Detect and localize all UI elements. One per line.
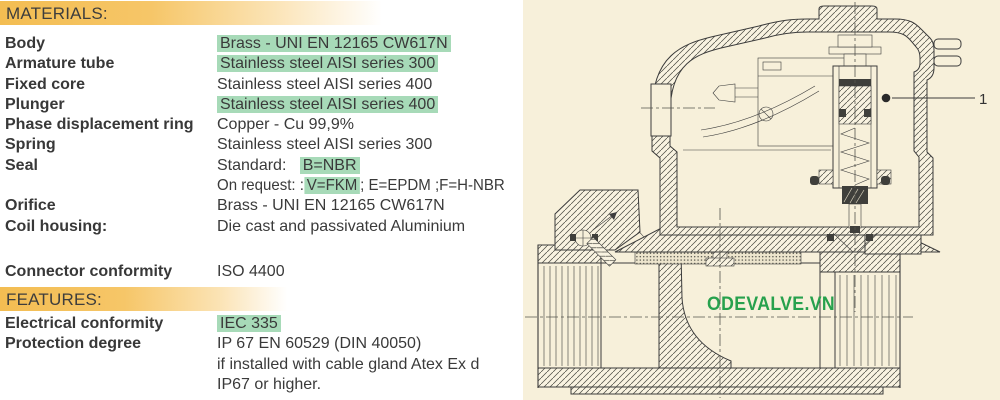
materials-table: Body Brass - UNI EN 12165 CW617N Armatur… [5, 34, 521, 237]
spec-value: Brass - UNI EN 12165 CW617N [217, 34, 521, 54]
callout-1: 1 [881, 91, 987, 108]
spec-value: Standard: B=NBR [217, 156, 521, 176]
spec-value: Stainless steel AISI series 400 [217, 95, 521, 115]
spec-row-protection-degree: Protection degree IP 67 EN 60529 (DIN 40… [5, 334, 521, 354]
connector-pin [933, 55, 962, 67]
spec-label: Spring [5, 136, 56, 154]
spec-row-coil-housing: Coil housing: Die cast and passivated Al… [5, 217, 521, 237]
spec-row-protection-note-1: if installed with cable gland Atex Ex d [5, 355, 521, 375]
valve-cross-section-drawing: 1 ODEVALVE.VN [523, 0, 1000, 400]
spec-row-electrical-conformity: Electrical conformity IEC 335 [5, 314, 521, 334]
callout-label: 1 [979, 91, 987, 108]
spec-value: Stainless steel AISI series 300 [217, 54, 521, 74]
spec-row-spring: Spring Stainless steel AISI series 300 [5, 135, 521, 155]
spec-label: Electrical conformity [5, 315, 164, 332]
centerlines [525, 2, 913, 398]
spec-value: IEC 335 [217, 314, 521, 334]
features-header: FEATURES: [0, 287, 296, 311]
spec-label: Seal [5, 156, 38, 174]
spec-value: On request: :V=FKM; E=EPDM ;F=H-NBR [217, 177, 505, 195]
spec-value: IP 67 EN 60529 (DIN 40050) [217, 335, 422, 353]
spec-row-fixed-core: Fixed core Stainless steel AISI series 4… [5, 75, 521, 95]
spec-label: Connector conformity [5, 263, 173, 280]
highlighted-value: V=FKM [303, 177, 361, 195]
highlighted-value: Brass - UNI EN 12165 CW617N [217, 35, 451, 52]
spec-label [5, 176, 217, 196]
materials-header-text: MATERIALS: [6, 4, 108, 23]
spec-row-seal-on-request: On request: :V=FKM; E=EPDM ;F=H-NBR [5, 176, 521, 196]
materials-header: MATERIALS: [0, 1, 398, 25]
spec-label: Armature tube [5, 55, 115, 73]
spec-label: Fixed core [5, 75, 86, 93]
spec-label: Protection degree [5, 335, 142, 353]
spec-label: Body [5, 35, 45, 52]
spec-value: if installed with cable gland Atex Ex d [217, 355, 480, 373]
spec-label: Plunger [5, 95, 65, 113]
spec-row-armature-tube: Armature tube Stainless steel AISI serie… [5, 54, 521, 74]
spec-label: Phase displacement ring [5, 116, 194, 134]
spec-label: Coil housing: [5, 217, 108, 235]
highlighted-value: Stainless steel AISI series 400 [217, 95, 439, 113]
armature-tube-assembly [810, 65, 892, 253]
spec-value: ISO 4400 [217, 263, 285, 280]
spec-value: Copper - Cu 99,9% [217, 116, 354, 134]
highlighted-value: IEC 335 [217, 315, 281, 332]
connector-pin [933, 38, 962, 50]
connector-pins [933, 38, 962, 67]
spec-value: Brass - UNI EN 12165 CW617N [217, 197, 445, 215]
features-header-text: FEATURES: [6, 290, 102, 309]
spec-row-phase-ring: Phase displacement ring Copper - Cu 99,9… [5, 115, 521, 135]
spec-row-plunger: Plunger Stainless steel AISI series 400 [5, 95, 521, 115]
spec-row-protection-note-2: IP67 or higher. [5, 375, 521, 395]
connector-conformity-row: Connector conformity ISO 4400 [5, 262, 521, 282]
spec-row-seal: Seal Standard: B=NBR [5, 156, 521, 176]
spec-label [5, 375, 217, 395]
highlighted-value: B=NBR [299, 156, 360, 174]
spec-row-body: Body Brass - UNI EN 12165 CW617N [5, 34, 521, 54]
callout-dot [881, 93, 891, 103]
spec-value: Stainless steel AISI series 400 [217, 75, 433, 93]
spec-label [5, 355, 217, 375]
watermark-text: ODEVALVE.VN [707, 292, 835, 314]
spec-row-orifice: Orifice Brass - UNI EN 12165 CW617N [5, 196, 521, 216]
highlighted-value: Stainless steel AISI series 300 [217, 55, 439, 73]
valve-body-section [537, 244, 901, 395]
spec-panel: MATERIALS: Body Brass - UNI EN 12165 CW6… [0, 1, 521, 395]
features-table: Electrical conformity IEC 335 Protection… [5, 314, 521, 395]
spec-value: IP67 or higher. [217, 375, 322, 393]
spec-label: Orifice [5, 197, 56, 215]
spec-value: Stainless steel AISI series 300 [217, 136, 433, 154]
spec-value: Die cast and passivated Aluminium [217, 217, 466, 235]
